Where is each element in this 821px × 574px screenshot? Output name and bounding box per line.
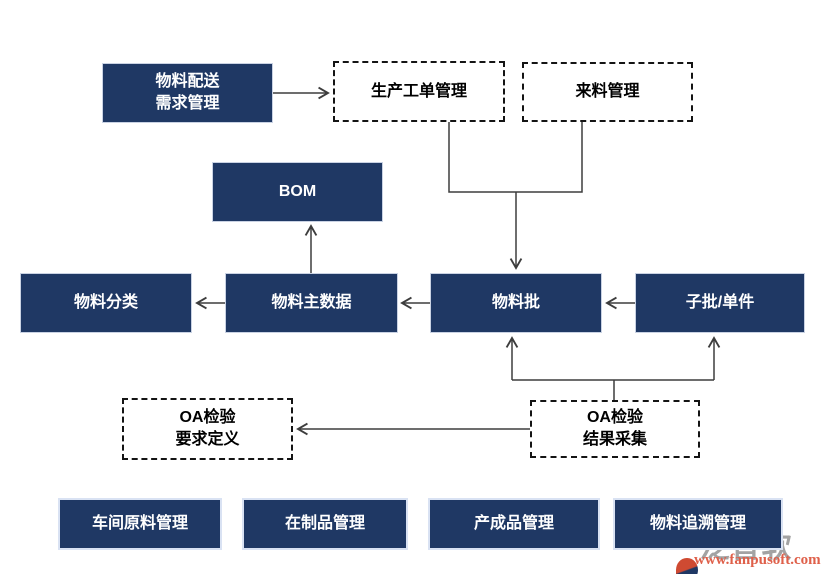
node-production-work-order: 生产工单管理: [333, 61, 505, 122]
node-oa-inspection-result: OA检验 结果采集: [530, 400, 700, 458]
node-material-batch: 物料批: [430, 273, 602, 333]
watermark-url: www.fanpusoft.com: [694, 552, 821, 568]
node-material-classification: 物料分类: [20, 273, 192, 333]
node-material-delivery: 物料配送 需求管理: [102, 63, 273, 123]
node-incoming-material: 来料管理: [522, 62, 693, 122]
edge-oaresult-trunk: [512, 379, 714, 400]
node-workshop-raw-material: 车间原料管理: [58, 498, 222, 550]
node-bom: BOM: [212, 162, 383, 222]
node-wip-management: 在制品管理: [242, 498, 408, 550]
node-material-traceability: 物料追溯管理: [613, 498, 783, 550]
fanpu-logo-icon: [676, 558, 698, 574]
node-material-master-data: 物料主数据: [225, 273, 398, 333]
edge-join-workorder-incoming: [448, 122, 583, 193]
node-finished-product: 产成品管理: [428, 498, 600, 550]
node-oa-inspection-requirement: OA检验 要求定义: [122, 398, 293, 460]
node-sub-batch-unit: 子批/单件: [635, 273, 805, 333]
